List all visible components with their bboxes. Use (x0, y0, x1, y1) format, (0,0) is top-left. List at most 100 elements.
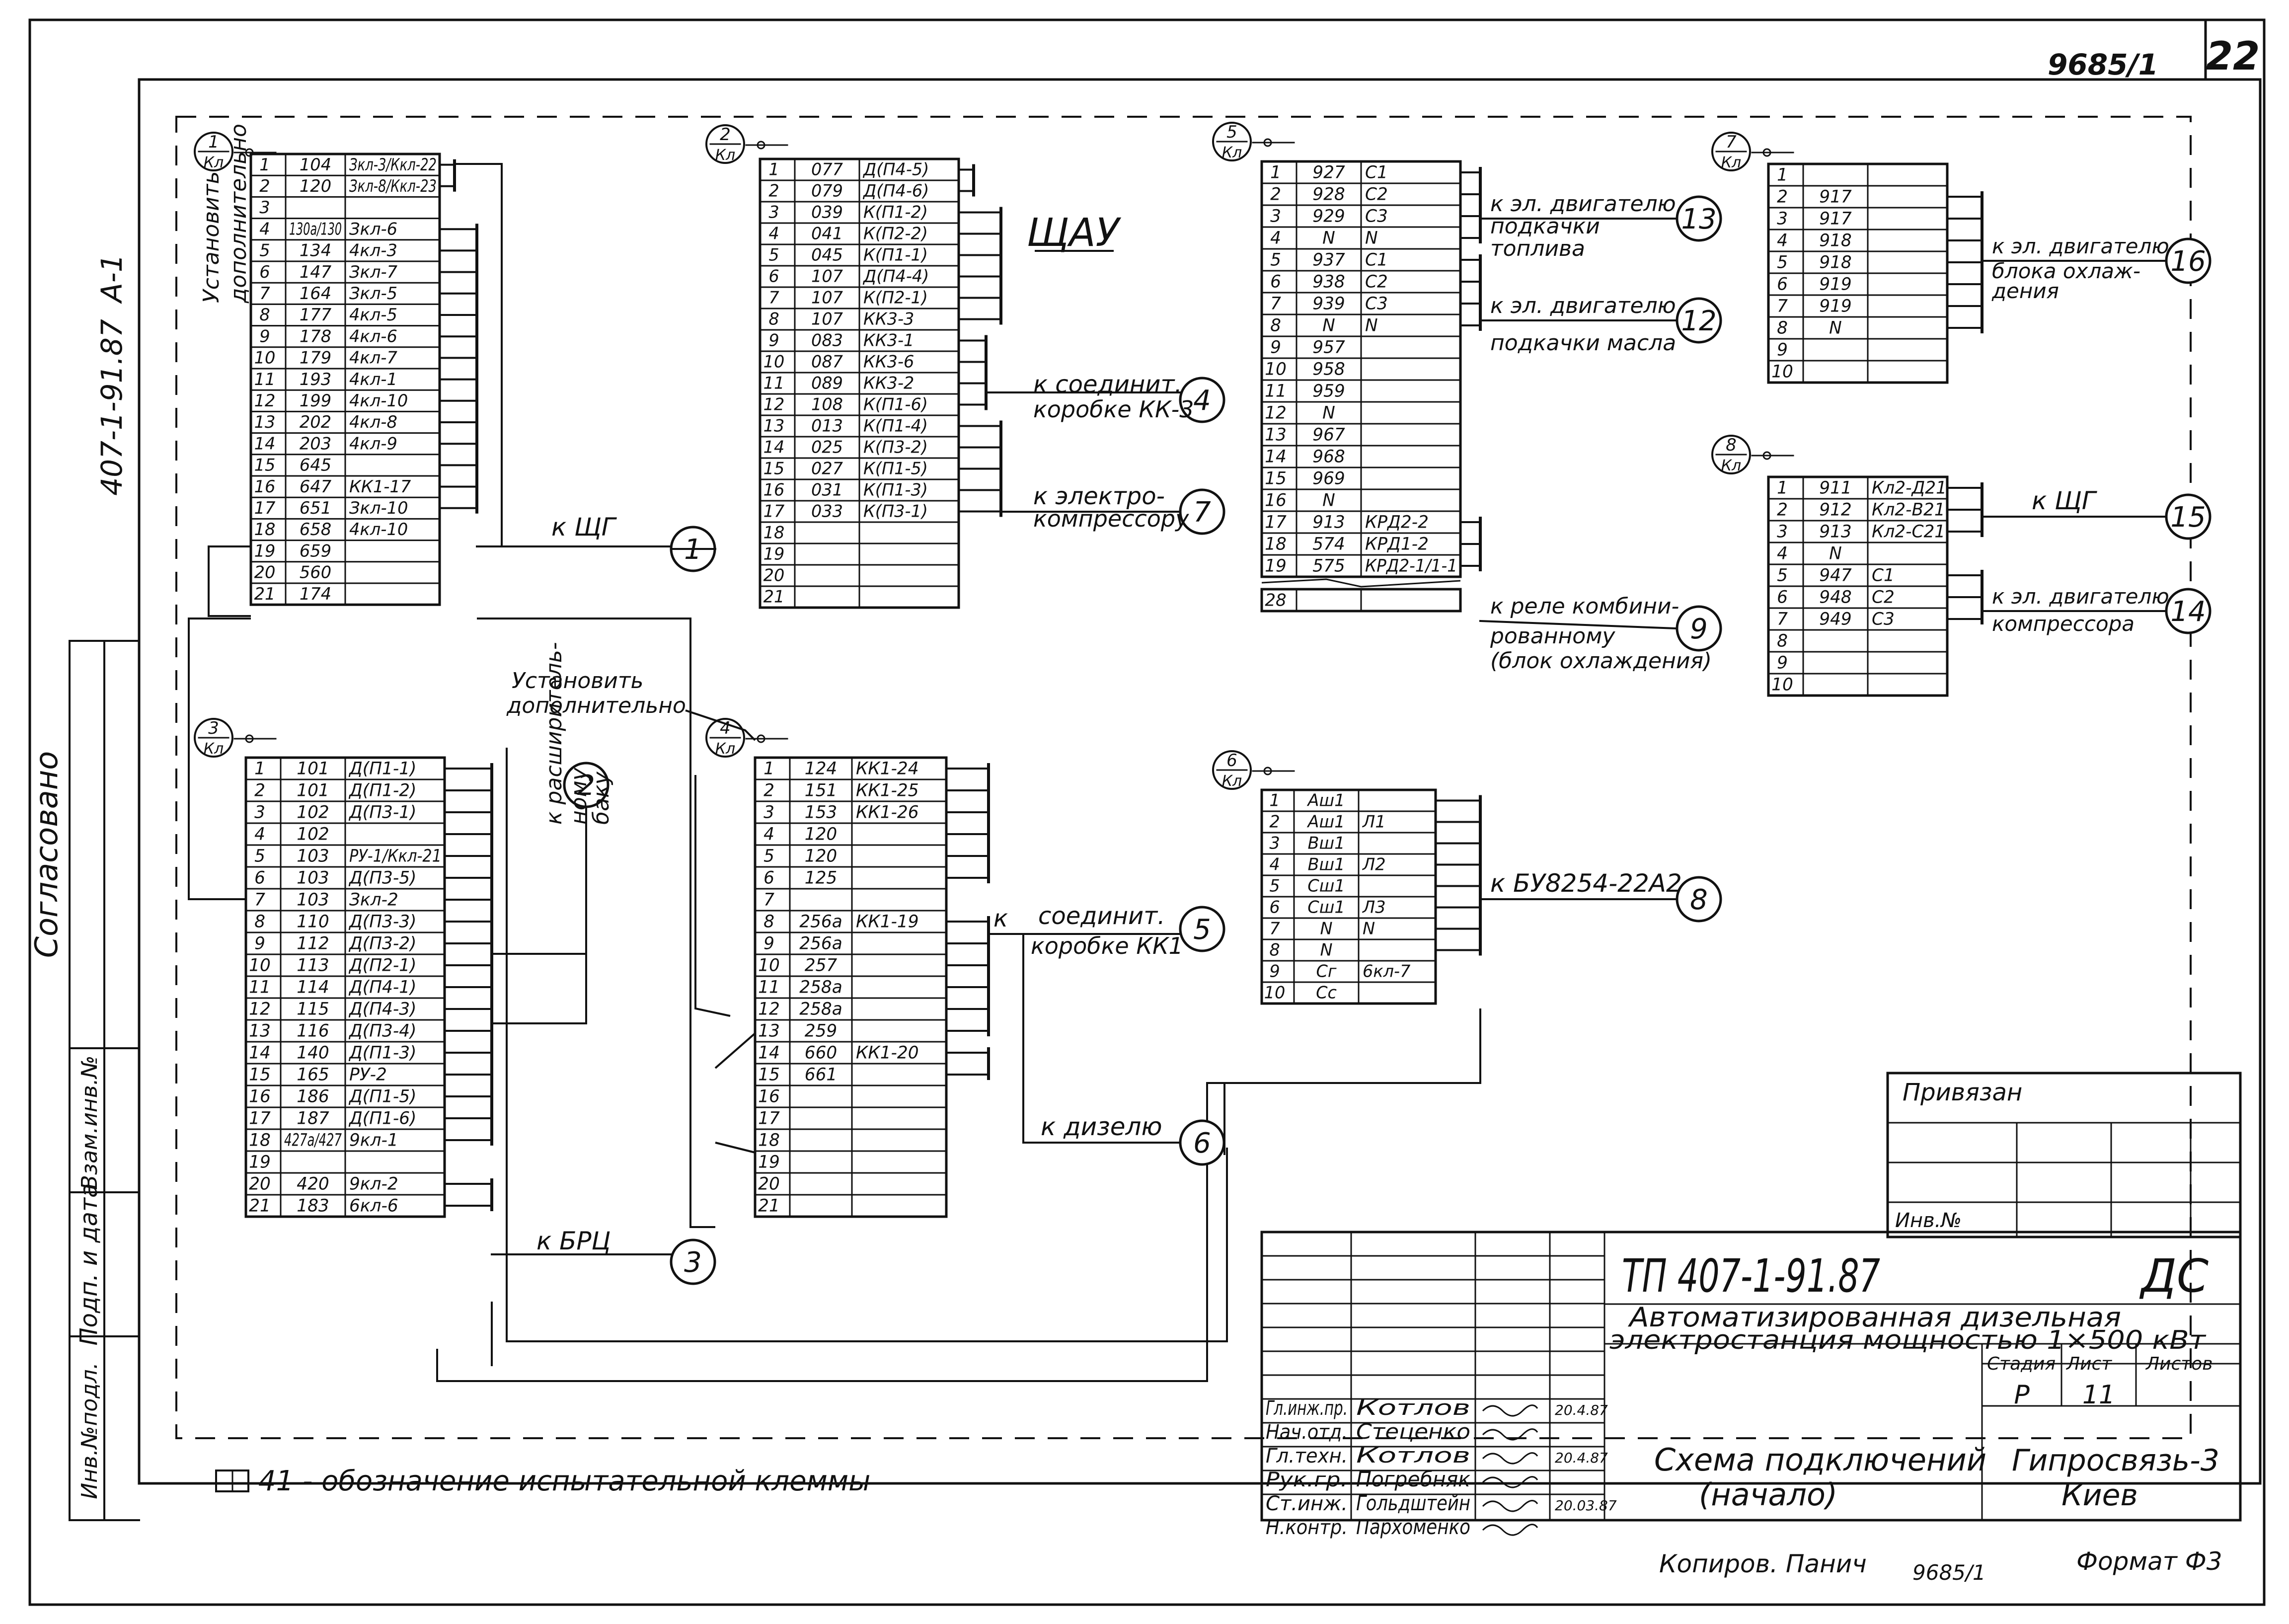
install-note-text: Установить (512, 668, 643, 694)
wire-number: Сш1 (1307, 898, 1345, 917)
terminal-number: 9 (1270, 337, 1281, 357)
terminal-number: 18 (763, 523, 785, 542)
drawing-title-text: (начало) (1699, 1476, 1837, 1513)
wire-number: 651 (300, 498, 331, 518)
terminal-number: 7 (254, 890, 265, 910)
terminal-number: 3 (768, 203, 779, 222)
wire-destination: С1 (1872, 565, 1895, 585)
wire-number: 164 (300, 284, 331, 303)
terminal-number: 3 (763, 802, 774, 822)
terminal-number: 28 (1265, 590, 1286, 610)
wire-destination: Д(П3-3) (348, 912, 416, 931)
wire-number: 125 (805, 868, 838, 888)
wire-number: 116 (297, 1021, 329, 1041)
terminal-number: 3 (254, 802, 265, 822)
wire-number: 107 (811, 267, 843, 286)
terminal-number: 9 (1269, 962, 1280, 981)
connection-label: к реле комбини- (1490, 594, 1679, 619)
doc-id-text: 9685/1 (2048, 48, 2158, 81)
wire-number: 101 (297, 759, 329, 778)
wire-number: 031 (811, 480, 843, 500)
connection-9-number: 9 (1690, 613, 1708, 645)
dashed-boundary (175, 116, 2192, 1439)
terminal-number: 5 (763, 846, 774, 866)
wire-number: 918 (1819, 231, 1852, 250)
terminal-number: 12 (758, 999, 780, 1019)
connection-label: компрессору (1033, 505, 1189, 532)
terminal-number: 11 (758, 977, 780, 997)
wire-number: 574 (1312, 534, 1345, 554)
wire-destination: К(П1-3) (863, 480, 928, 500)
wire-number: 647 (300, 477, 332, 496)
wire-number: 039 (811, 203, 843, 222)
wire-number: 187 (297, 1108, 329, 1128)
terminal-number: 1 (768, 160, 779, 179)
terminal-number: 17 (758, 1108, 780, 1128)
terminal-number: 14 (763, 438, 785, 457)
block-id-number: 2 (720, 125, 731, 145)
signer-role: Гл.инж.пр. (1266, 1397, 1348, 1420)
terminal-number: 9 (254, 933, 265, 953)
stamp-field-text: Взам.инв.№ (77, 1056, 102, 1190)
wire-destination: РУ-1/Ккл-21 (349, 846, 442, 866)
wire-number: 110 (297, 912, 329, 931)
connection-5-number: 5 (1193, 914, 1211, 946)
sheet-header: Лист (2065, 1354, 2112, 1374)
connection-4-number: 4 (1193, 385, 1211, 417)
wire-destination: КРД1-2 (1365, 534, 1429, 554)
wire-number: N (1322, 403, 1335, 423)
wire-number: N (1829, 543, 1842, 563)
wire-destination: Л1 (1362, 812, 1386, 832)
block-id-type: Кл (204, 740, 224, 758)
wire-number: 939 (1312, 294, 1345, 313)
terminal-number: 4 (1269, 855, 1280, 874)
terminal-number: 11 (249, 977, 271, 997)
wire-destination: Зкл-5 (349, 284, 397, 303)
terminal-number: 12 (1265, 403, 1287, 423)
terminal-number: 10 (763, 352, 785, 372)
connection-12-number: 12 (1681, 305, 1716, 337)
terminal-number: 4 (768, 224, 779, 243)
connection-label: к электро- (1033, 482, 1165, 510)
wire-number: 919 (1819, 274, 1852, 294)
terminal-number: 19 (1265, 556, 1287, 576)
terminal-number: 21 (758, 1196, 780, 1216)
wire-number: 948 (1819, 587, 1852, 607)
wire-number: 928 (1312, 184, 1345, 204)
terminal-number: 10 (1771, 675, 1793, 695)
terminal-number: 14 (254, 434, 276, 453)
wire-number: 079 (811, 181, 843, 201)
wire-destination: С2 (1365, 272, 1388, 292)
wire-number: 911 (1819, 478, 1852, 498)
terminal-number: 8 (1270, 315, 1281, 335)
wire-destination: N (1363, 919, 1375, 938)
connection-label: ному (566, 767, 592, 825)
wire-destination: 9кл-1 (349, 1130, 398, 1150)
project-code-text: ТП 407-1-91.87 (1622, 1249, 1880, 1303)
terminal-number: 17 (763, 502, 785, 521)
install-note-text: дополнительно (506, 693, 686, 718)
wire-destination: Д(П4-4) (862, 267, 929, 286)
wire-number: 919 (1819, 296, 1852, 316)
wire-destination: 4кл-8 (349, 412, 397, 432)
terminal-number: 16 (763, 480, 785, 500)
signature-mark (1482, 1452, 1538, 1465)
wire-number: Сг (1316, 962, 1336, 981)
wire-number: 033 (811, 502, 843, 521)
wire-destination: 4кл-9 (349, 434, 397, 453)
wire-number: 913 (1312, 512, 1345, 532)
wire-destination: Зкл-10 (349, 498, 408, 518)
wire-destination: К(П2-1) (863, 288, 928, 308)
terminal-number: 6 (254, 868, 265, 888)
terminal-number: 6 (1777, 274, 1788, 294)
wire-destination: Зкл-3/Ккл-22 (349, 155, 437, 174)
terminal-number: 8 (1269, 940, 1280, 960)
terminal-number: 13 (758, 1021, 780, 1041)
connection-label: рованному (1490, 623, 1615, 649)
wire-destination: С3 (1365, 294, 1388, 313)
terminal-number: 4 (1777, 543, 1788, 563)
block-id-number: 4 (720, 718, 731, 738)
wire-number: 101 (297, 780, 329, 800)
terminal-number: 2 (1270, 184, 1281, 204)
wire-number: Сс (1316, 983, 1337, 1003)
